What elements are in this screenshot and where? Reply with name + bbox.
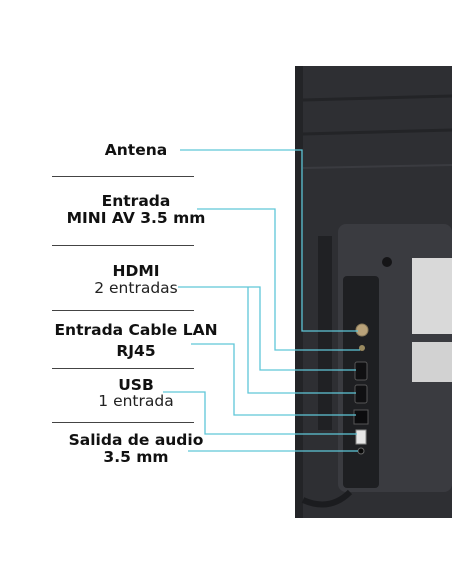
label-audio-line1: Salida de audio [68, 431, 204, 449]
divider [52, 176, 194, 177]
label-mini-av-line2: MINI AV 3.5 mm [66, 209, 206, 227]
leader-line-hdmi [178, 286, 356, 371]
divider [52, 368, 194, 369]
label-mini-av-line1: Entrada [101, 192, 171, 210]
label-hdmi-subtitle: 2 entradas [94, 279, 178, 297]
leader-line-usb [163, 391, 357, 435]
label-lan-line1: Entrada Cable LAN [54, 321, 218, 339]
leader-line-antena [180, 149, 358, 332]
leader-line-lan [191, 343, 356, 416]
leader-line-hdmi-2 [247, 287, 356, 394]
label-audio-line2: 3.5 mm [103, 448, 169, 466]
divider [52, 310, 194, 311]
label-lan-line2: RJ45 [116, 342, 156, 360]
divider [52, 245, 194, 246]
label-usb: USB [118, 376, 154, 394]
divider [52, 422, 194, 423]
label-antena: Antena [104, 141, 168, 159]
leader-line-mini-av [197, 208, 360, 351]
label-hdmi: HDMI [112, 262, 160, 280]
label-usb-subtitle: 1 entrada [98, 392, 174, 410]
